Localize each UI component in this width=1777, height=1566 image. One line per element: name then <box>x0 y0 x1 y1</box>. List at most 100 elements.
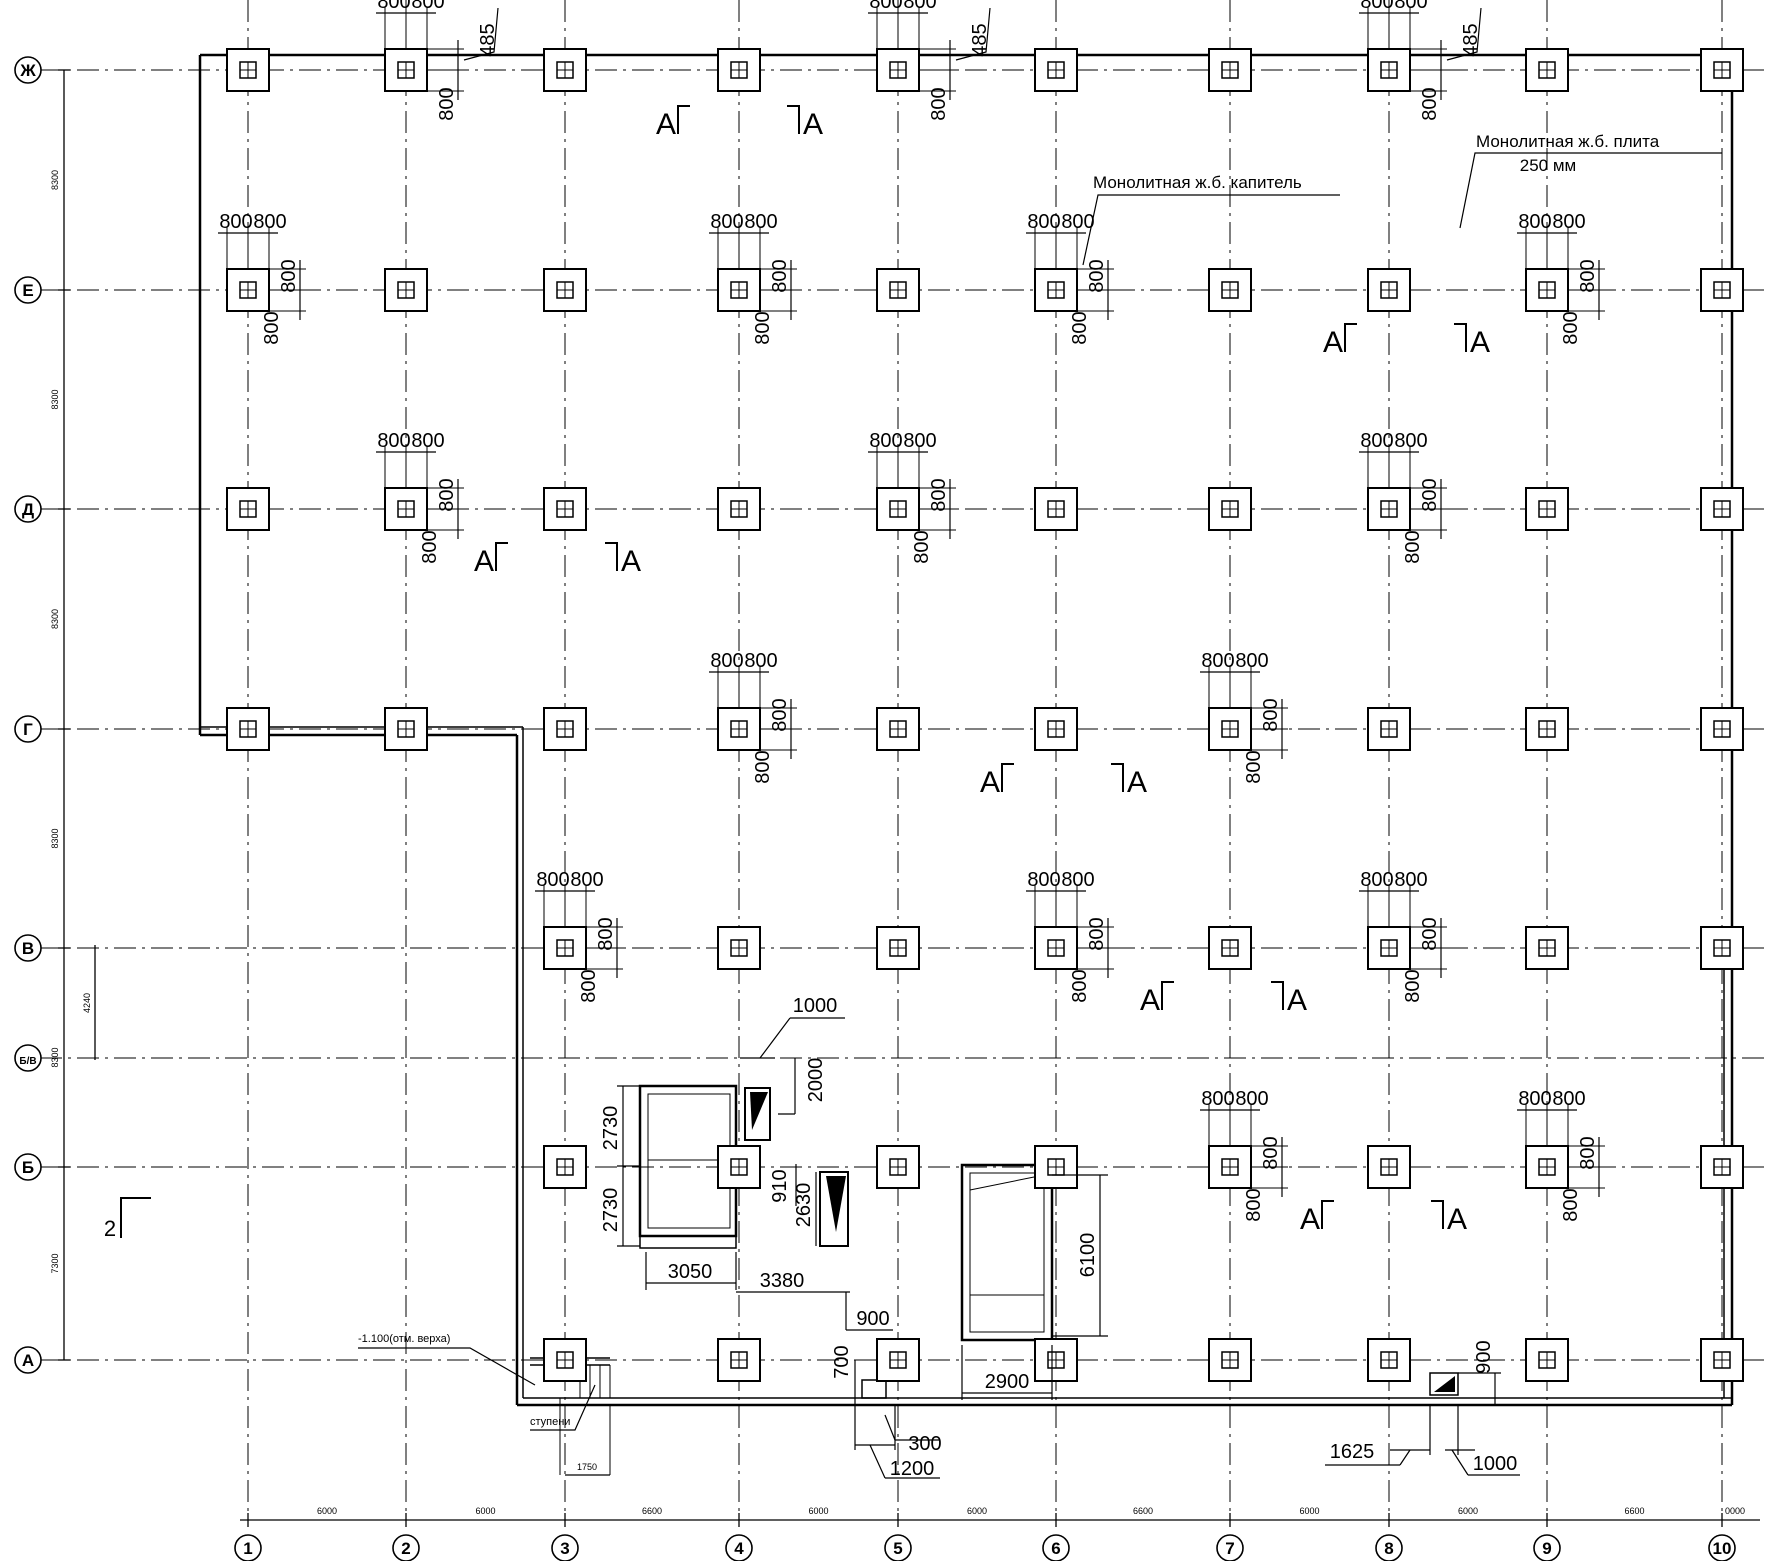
cap-dim-text: 800 <box>1069 311 1091 344</box>
grid-bubble-row <box>14 56 42 84</box>
dim-3380: 3380 <box>760 1270 805 1292</box>
cap-dim-text: 800 <box>411 0 444 13</box>
section-mark-right: А <box>803 108 823 141</box>
dim-1750: 1750 <box>577 1462 597 1472</box>
grid-label-row: Е <box>22 281 33 300</box>
opening-dim-line <box>759 1017 791 1059</box>
cap-dim-text: 800 <box>377 0 410 13</box>
col-dim-text: 6000 <box>317 1506 337 1516</box>
cap-dim-text: 800 <box>1394 869 1427 891</box>
section-mark-right: А <box>1470 326 1490 359</box>
cap-dim-text: 800 <box>1419 87 1441 120</box>
cap-dim-text: 800 <box>261 311 283 344</box>
slab-leader <box>1459 152 1722 229</box>
dim-1625: 1625 <box>1330 1441 1375 1463</box>
row-dim-text: 8300 <box>50 609 60 629</box>
cap-dim-text: 800 <box>1243 1188 1265 1221</box>
col-dim-text: 6600 <box>1133 1506 1153 1516</box>
section-arrow <box>1161 981 1174 1010</box>
section-mark-left: А <box>1323 326 1343 359</box>
dim-700: 700 <box>831 1345 853 1378</box>
cap-dim-text: 800 <box>744 211 777 233</box>
grid-label-col: 4 <box>734 1539 744 1558</box>
grid-lines <box>14 0 1765 1562</box>
cap-dim-text: 800 <box>869 0 902 13</box>
cap-dim-text: 800 <box>710 211 743 233</box>
offset-dim-text: 485 <box>1460 23 1482 56</box>
opening-dim-line <box>884 1414 896 1441</box>
cap-dim-text: 800 <box>570 869 603 891</box>
cap-dim-text: 800 <box>1402 530 1424 563</box>
section-arrow <box>1431 1200 1444 1229</box>
row-dim-text: 8300 <box>50 389 60 409</box>
dim-3050: 3050 <box>668 1261 713 1283</box>
section-arrow <box>1001 763 1014 792</box>
grid-label-col: 1 <box>243 1539 252 1558</box>
section-2-arrow <box>120 1197 151 1238</box>
columns <box>226 48 1744 1382</box>
section-mark-right: А <box>621 545 641 578</box>
opening-dim-line <box>869 1444 886 1479</box>
dim-2630: 2630 <box>793 1183 815 1228</box>
cap-dim-text: 800 <box>253 211 286 233</box>
grid-label-row: А <box>22 1351 34 1370</box>
section-mark-left: А <box>656 108 676 141</box>
grid-label-row: Б <box>22 1158 34 1177</box>
section-arrow <box>1271 981 1284 1010</box>
col-dim-text: 6000 <box>967 1506 987 1516</box>
row-dim-text: 8300 <box>50 170 60 190</box>
cap-dim-text: 800 <box>1577 259 1599 292</box>
dim-1000-bottom: 1000 <box>1473 1453 1518 1475</box>
section-mark-left: А <box>1140 984 1160 1017</box>
grid-label-row: Д <box>22 500 34 519</box>
column-capital <box>1208 487 1252 531</box>
dim-1200: 1200 <box>890 1458 935 1480</box>
column-capital <box>717 1145 761 1189</box>
col-dim-text: 6600 <box>642 1506 662 1516</box>
steps-callout: ступени <box>530 1416 570 1428</box>
slab-callout: Монолитная ж.б. плита <box>1476 132 1660 151</box>
cap-dim-text: 800 <box>1086 917 1108 950</box>
dim-900-right: 900 <box>1473 1340 1495 1373</box>
grid-label-col: 5 <box>893 1539 902 1558</box>
cap-dim-text: 800 <box>1027 869 1060 891</box>
cap-dim-text: 800 <box>1235 650 1268 672</box>
col-dim-text: 6000 <box>808 1506 828 1516</box>
grid-bubble-row <box>14 1346 42 1374</box>
cap-dim-text: 800 <box>1069 969 1091 1002</box>
grid-label-row: Г <box>23 720 33 739</box>
section-arrow <box>495 542 508 571</box>
section-arrow <box>787 105 800 134</box>
grid-label-col: 3 <box>560 1539 569 1558</box>
cap-dim-text: 800 <box>1394 0 1427 13</box>
cap-dim-text: 800 <box>1518 211 1551 233</box>
col-dim-text: 6000 <box>1299 1506 1319 1516</box>
grid-bubble-row <box>14 1044 42 1072</box>
cap-dim-text: 800 <box>1419 917 1441 950</box>
section-arrow <box>1321 1200 1334 1229</box>
cap-dim-text: 800 <box>1027 211 1060 233</box>
col-dim-text: 6000 <box>1458 1506 1478 1516</box>
cap-dim-text: 800 <box>1086 259 1108 292</box>
cap-dim-text: 800 <box>411 430 444 452</box>
section-mark-right: А <box>1447 1203 1467 1236</box>
grid-bubble-row <box>14 276 42 304</box>
grid-label-col: 8 <box>1384 1539 1393 1558</box>
opening-dim-line <box>1399 1449 1411 1466</box>
cap-dim-text: 800 <box>744 650 777 672</box>
cap-dim-text: 800 <box>1394 430 1427 452</box>
cap-dim-text: 800 <box>436 87 458 120</box>
grid-bubble-row <box>14 934 42 962</box>
offset-dim-text: 485 <box>477 23 499 56</box>
offset-leader <box>1446 7 1482 61</box>
cap-dim-text: 800 <box>710 650 743 672</box>
column-capital <box>1700 48 1744 92</box>
cap-dim-text: 800 <box>1201 1088 1234 1110</box>
grid-label-col: 6 <box>1051 1539 1060 1558</box>
cap-dim-text: 800 <box>911 530 933 563</box>
cap-dim-text: 800 <box>419 530 441 563</box>
cap-dim-text: 800 <box>377 430 410 452</box>
cap-dim-text: 800 <box>595 917 617 950</box>
